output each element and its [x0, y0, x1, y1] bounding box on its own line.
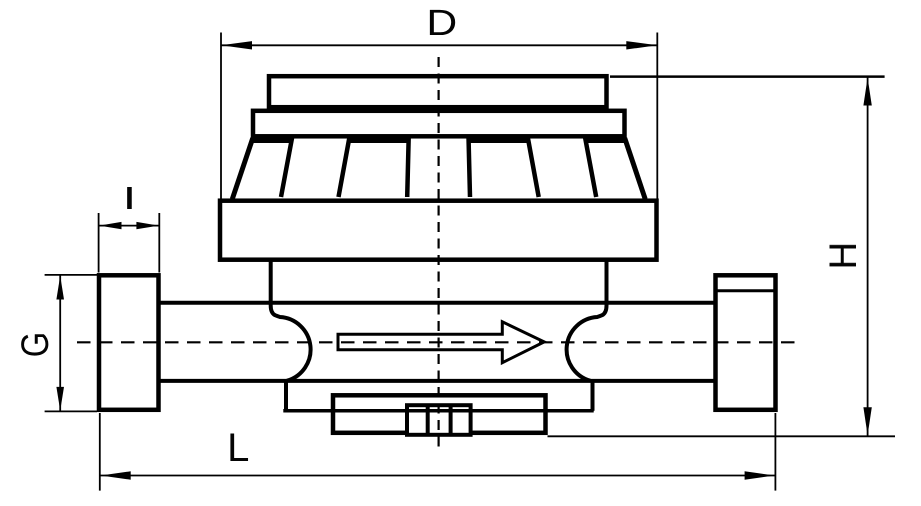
svg-text:G: G [14, 332, 57, 357]
svg-text:H: H [822, 242, 865, 270]
svg-text:I: I [125, 180, 134, 216]
svg-text:L: L [227, 426, 249, 470]
svg-text:D: D [426, 2, 457, 43]
